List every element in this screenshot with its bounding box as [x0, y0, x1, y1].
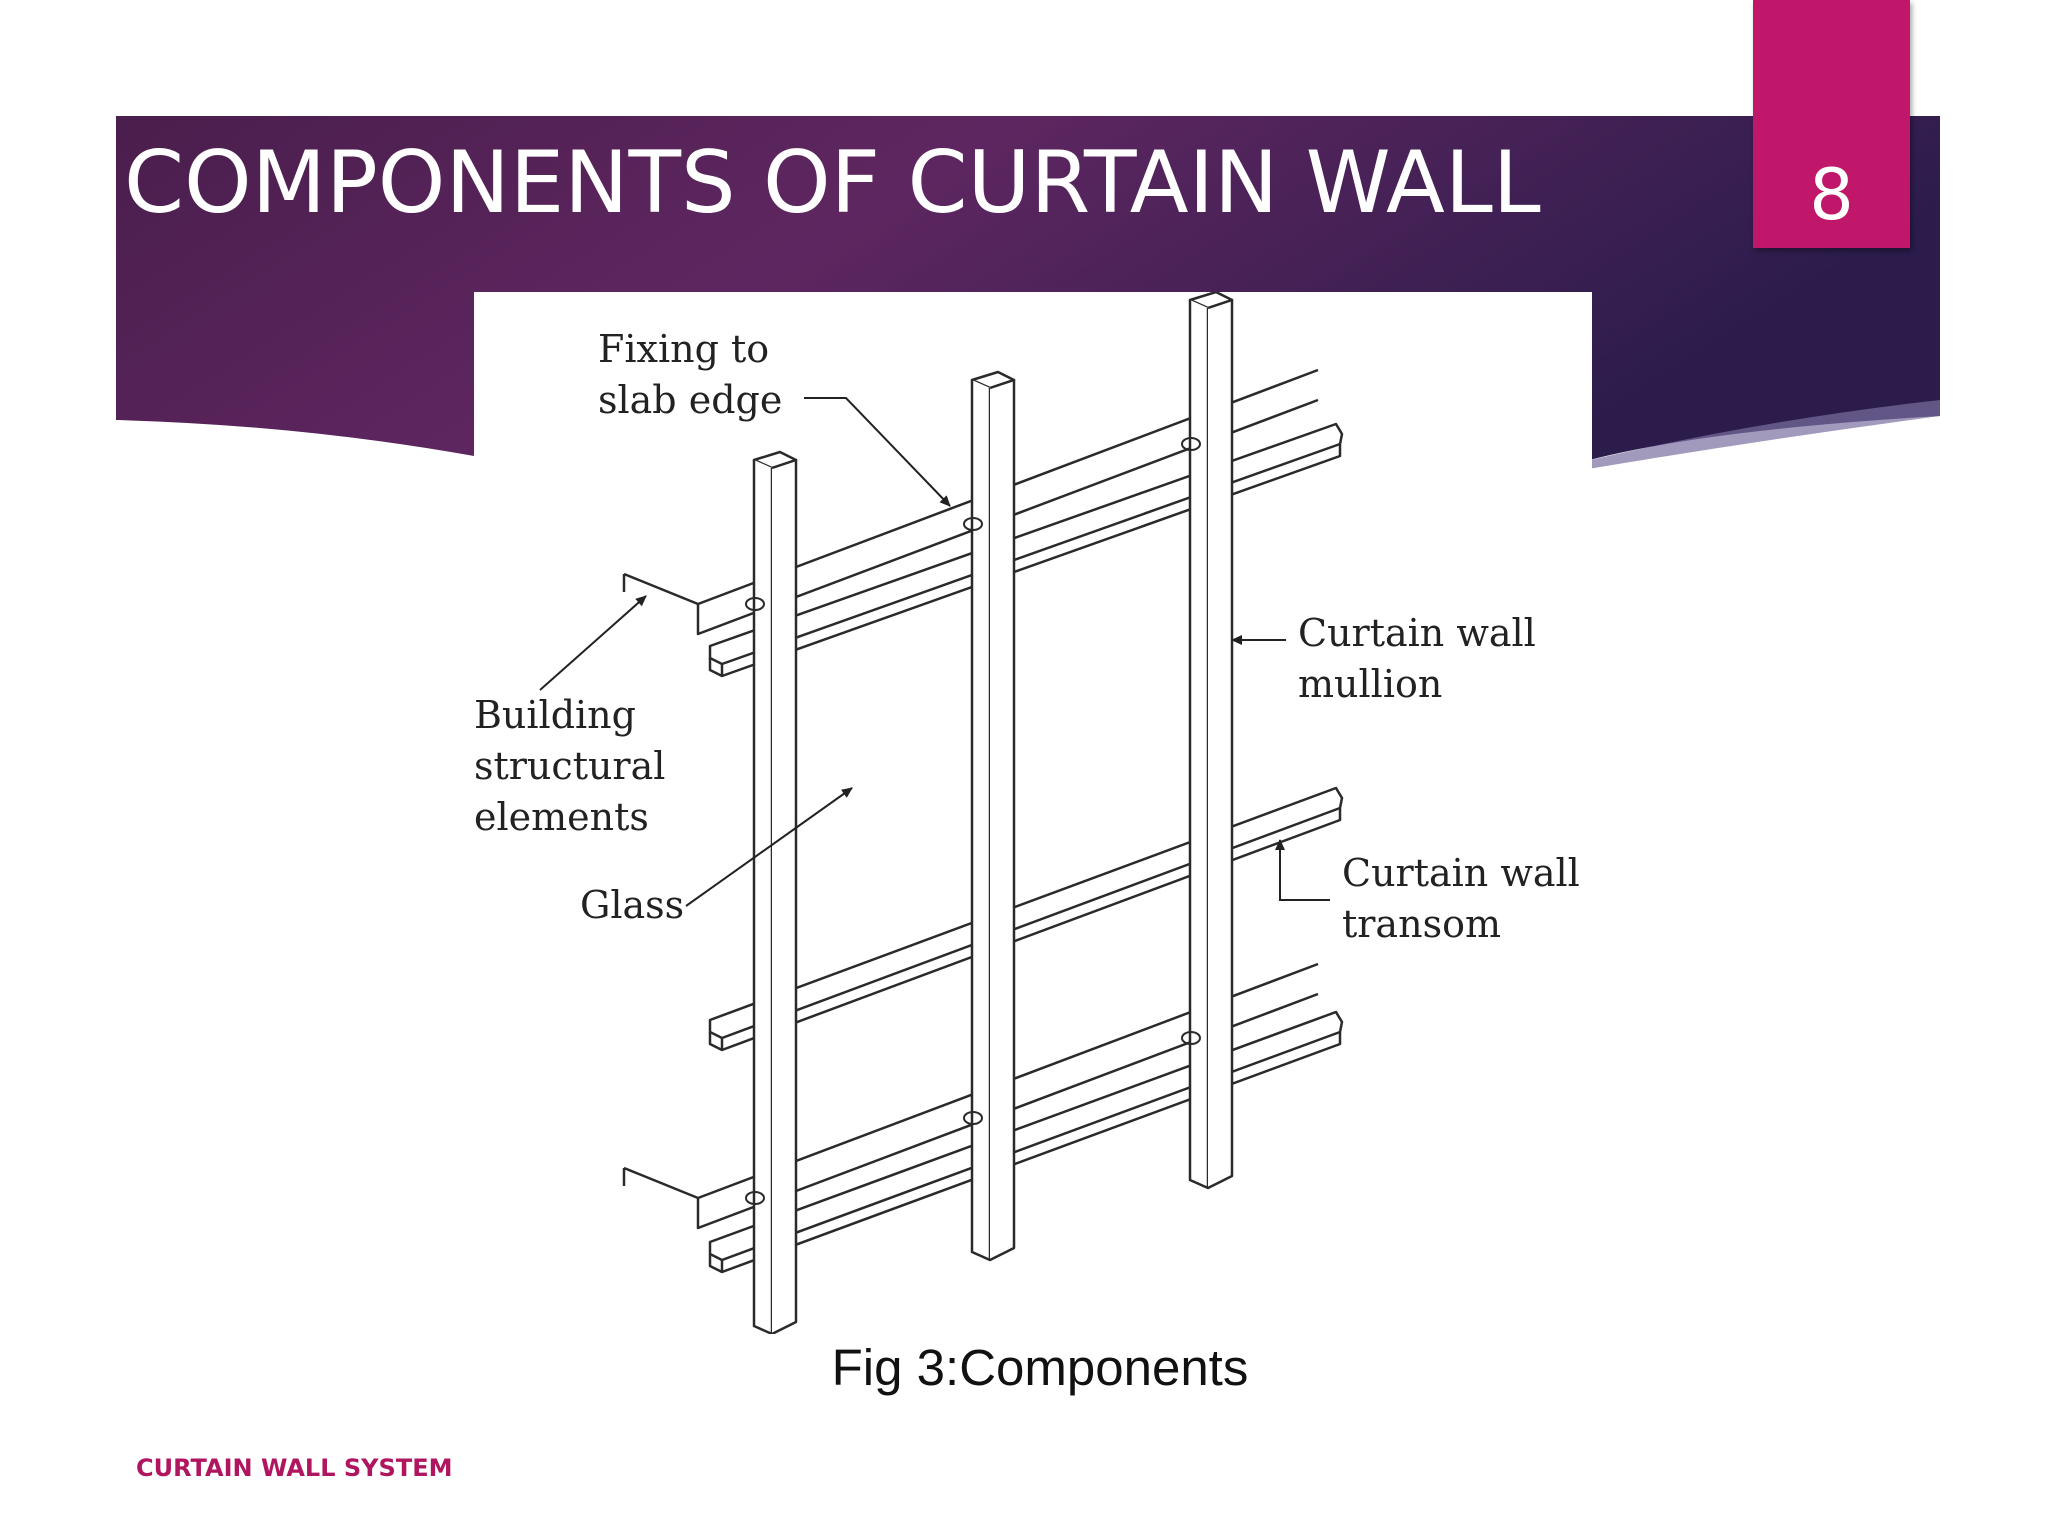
label-fixing-to-slab-edge: Fixing to slab edge [598, 327, 783, 422]
page-number-tab [1753, 0, 1910, 248]
arrow-structural [539, 595, 647, 691]
curtain-wall-drawing [539, 292, 1344, 1334]
transom-middle [708, 786, 1344, 1052]
label-curtain-wall-mullion: Curtain wall mullion [1298, 611, 1536, 706]
label-curtain-wall-transom: Curtain wall transom [1342, 851, 1580, 946]
arrow-fixing [804, 397, 951, 507]
slide-title: COMPONENTS OF CURTAIN WALL [124, 133, 1541, 233]
mullion-right [1188, 292, 1234, 1190]
mullion-middle [970, 370, 1016, 1262]
label-glass: Glass [580, 883, 685, 927]
footer-text: CURTAIN WALL SYSTEM [136, 1454, 453, 1482]
transom-bottom [708, 1010, 1344, 1274]
curtain-wall-diagram: Fixing to slab edge Building structural … [474, 292, 1592, 1334]
label-building-structural-elements: Building structural elements [474, 693, 666, 839]
top-slab-edge [622, 368, 1319, 636]
page-number: 8 [1809, 154, 1854, 236]
figure-caption: Fig 3:Components [831, 1339, 1249, 1396]
bottom-slab-edge [622, 962, 1319, 1230]
fixing-brackets [745, 437, 1201, 1205]
mullion-left [752, 450, 798, 1334]
transom-top [708, 422, 1344, 678]
arrow-transom [1275, 839, 1330, 901]
arrow-glass [685, 787, 853, 907]
